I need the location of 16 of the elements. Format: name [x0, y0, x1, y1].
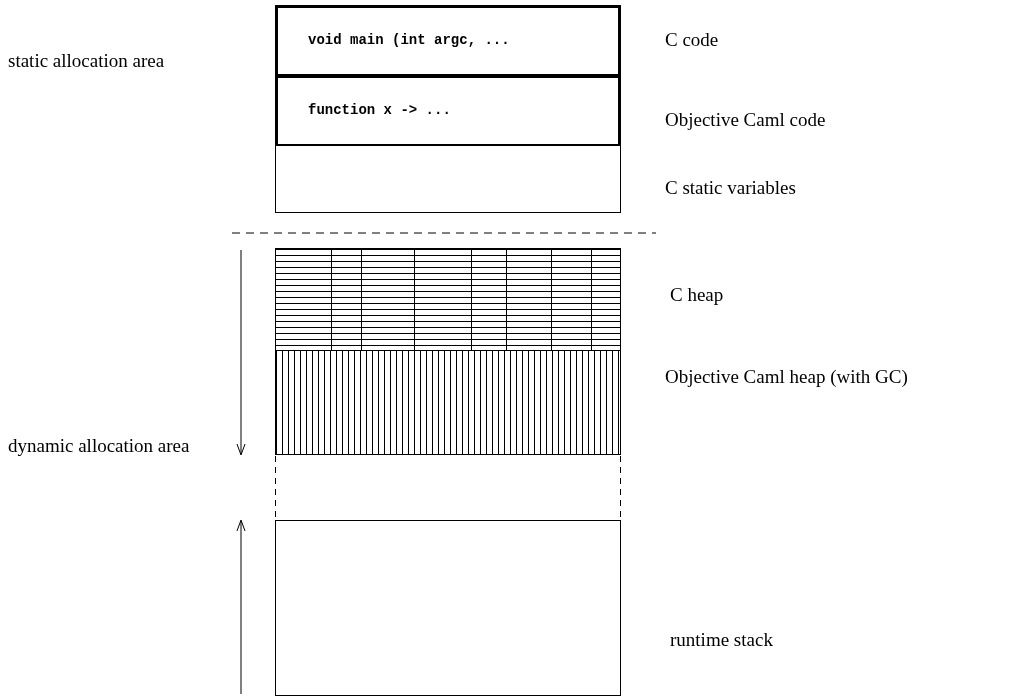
region-label: Objective Caml heap (with GC) [665, 366, 908, 388]
region-label: Objective Caml code [665, 109, 826, 131]
code-text: function x -> ... [308, 102, 451, 118]
region-label: C static variables [665, 177, 796, 199]
region-label: runtime stack [670, 629, 773, 651]
area-label: dynamic allocation area [8, 435, 191, 457]
region-label: C heap [670, 284, 724, 306]
hatched-memory-block [275, 248, 621, 351]
memory-block [275, 145, 621, 213]
hatched-memory-block [275, 350, 621, 455]
code-text: void main (int argc, ... [308, 32, 510, 48]
memory-block [275, 520, 621, 696]
memory-block [275, 75, 621, 147]
area-label: static allocation area [8, 50, 166, 72]
region-label: C code [665, 29, 719, 51]
memory-block [275, 5, 621, 77]
